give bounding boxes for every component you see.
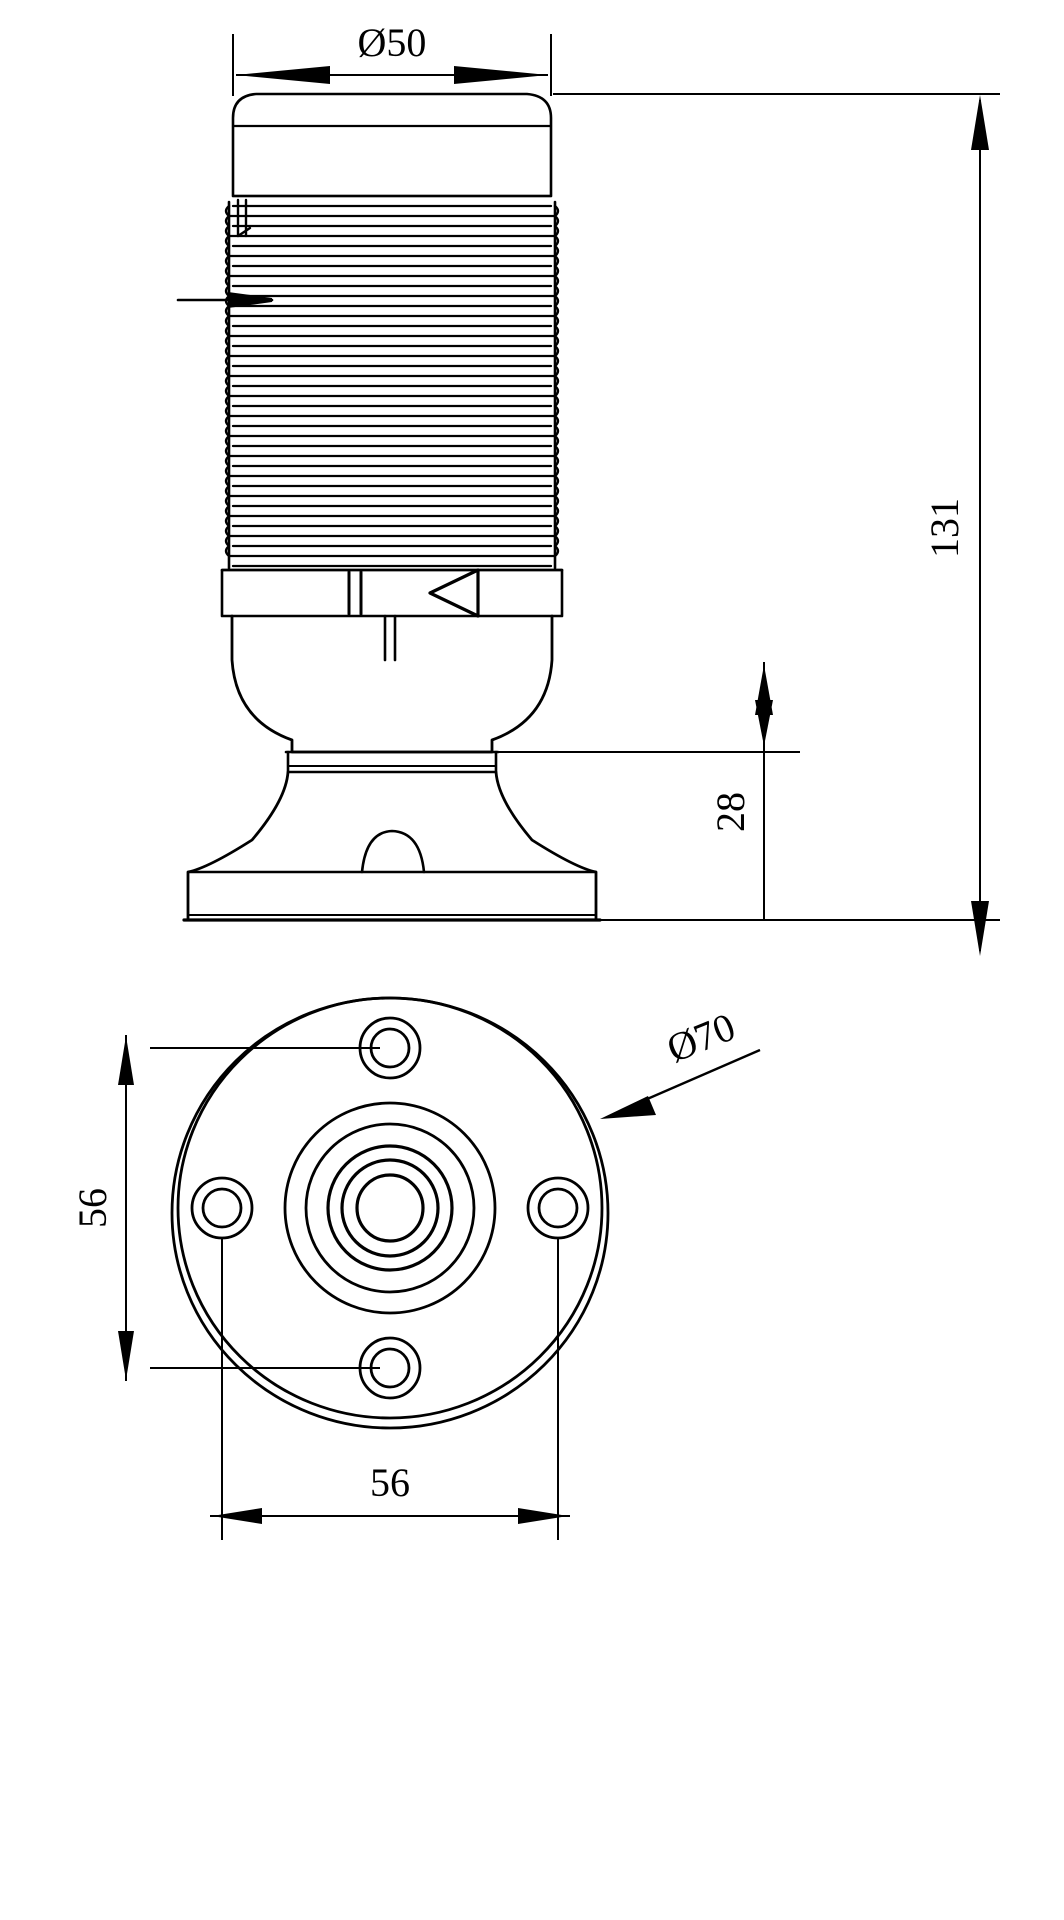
- arrowhead-left: [212, 1508, 262, 1524]
- arrowhead-right: [518, 1508, 568, 1524]
- arrowhead-top: [971, 95, 989, 150]
- rib-scallop-left: [224, 204, 231, 558]
- arrowhead-bottom: [118, 1331, 134, 1380]
- hub-bore-outer: [340, 1158, 440, 1258]
- dimension-base-height: [499, 662, 800, 921]
- triangle-marker: [428, 568, 480, 618]
- arrowhead-down: [755, 700, 773, 746]
- hub-outer-ring: [283, 1101, 497, 1315]
- leader-arrowhead: [600, 1096, 656, 1119]
- dim-label-overall-height: 131: [922, 498, 967, 558]
- dim-label-bolt-circle-horizontal: 56: [370, 1460, 410, 1505]
- arrowhead-bottom: [971, 901, 989, 956]
- ribbed-body-fins: [227, 204, 557, 568]
- arrowhead-top: [118, 1036, 134, 1085]
- arrowhead-right: [454, 66, 548, 84]
- dim-label-top-diameter: Ø50: [358, 20, 427, 65]
- front-elevation-view: [176, 92, 602, 922]
- dimension-base-diameter: [600, 1048, 761, 1119]
- plate-chamfer-circle: [176, 996, 604, 1420]
- base-boss-bump: [360, 829, 426, 874]
- hub-mid-ring: [304, 1122, 476, 1294]
- dim-label-base-height: 28: [708, 792, 753, 832]
- dimension-bolt-circle-horizontal: [210, 1238, 570, 1540]
- arrowhead-left: [236, 66, 330, 84]
- dimension-top-diameter: [232, 34, 552, 96]
- rib-scallop-right: [553, 204, 560, 558]
- dimension-bolt-circle-vertical: [118, 1035, 380, 1381]
- hub-bore-inner: [355, 1173, 425, 1243]
- bottom-plan-view: [170, 996, 610, 1430]
- lens-cap-outline: [231, 92, 553, 198]
- collar-slot: [347, 570, 363, 616]
- hub-inner-ring: [326, 1144, 454, 1272]
- collar-pin: [383, 614, 397, 662]
- leader-arrow: [176, 292, 274, 308]
- neck-ring: [286, 750, 498, 774]
- dim-label-bolt-circle-vertical: 56: [70, 1188, 115, 1228]
